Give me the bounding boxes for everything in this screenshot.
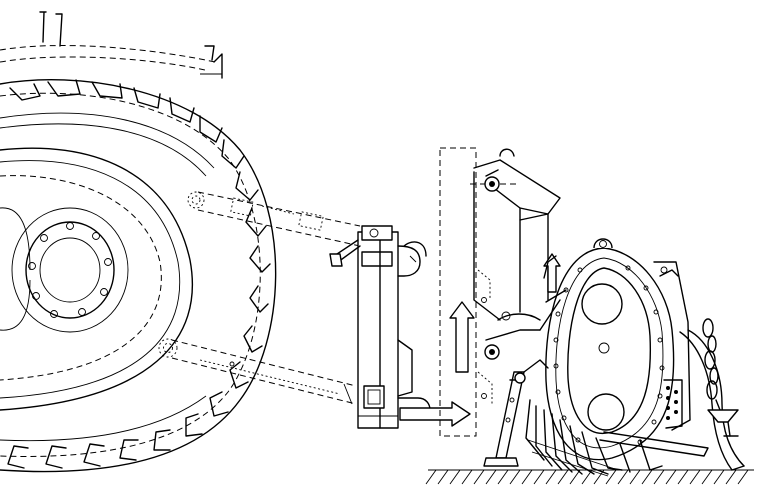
hitch-lift-arrow: [449, 301, 475, 373]
tractor-tire: [0, 79, 277, 473]
upper-link-arm: [187, 191, 361, 247]
tractor-rear-wheel: [0, 11, 277, 473]
implement-gearbox-housing: [539, 238, 745, 471]
parking-stand: [483, 359, 549, 467]
ground-hatching: [425, 469, 754, 485]
rotor-tines: [525, 399, 663, 477]
implement-headstock: [439, 147, 561, 437]
tractor-fender: [0, 11, 223, 79]
lower-link-arm: [158, 338, 357, 405]
safety-chain: [702, 318, 739, 437]
wheel-hub: [0, 147, 194, 411]
quick-hitch-frame: [329, 225, 431, 429]
hitch-forward-arrow: [399, 401, 471, 427]
